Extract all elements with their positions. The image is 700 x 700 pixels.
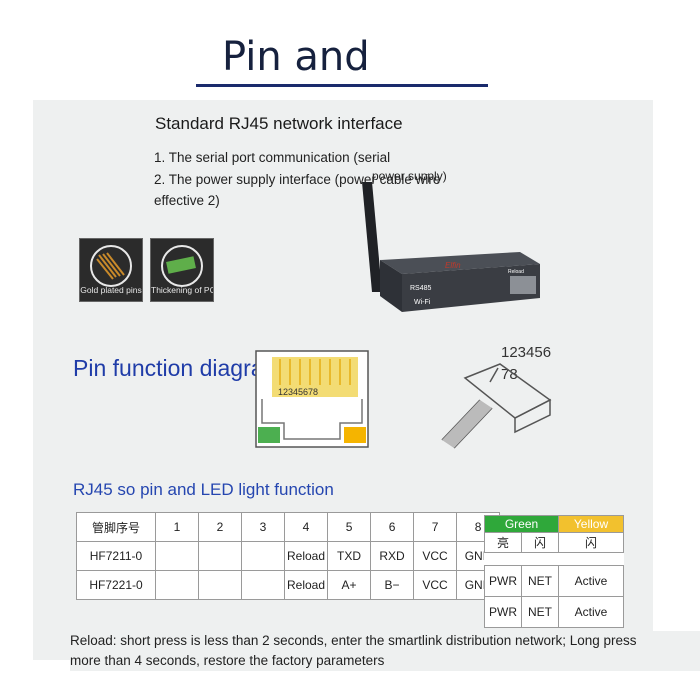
pin-diagram-title: Pin function diagram	[73, 355, 283, 381]
pin-cell: TXD	[327, 541, 372, 571]
interface-title: Standard RJ45 network interface	[155, 114, 403, 133]
pin-cell: B−	[370, 570, 415, 600]
rj45-function-title: RJ45 so pin and LED light function	[73, 480, 334, 499]
led-cell: Active	[558, 565, 624, 597]
pin-cell: VCC	[413, 570, 458, 600]
green-led-header: Green	[484, 515, 559, 533]
led-state: 闪	[558, 532, 624, 553]
led-state-row: 亮 闪 闪	[484, 532, 624, 553]
jack-pin-numbers: 12345678	[278, 387, 318, 397]
led-state: 闪	[521, 532, 559, 553]
thumb-caption: Gold plated pins	[80, 285, 142, 295]
led-cell: NET	[521, 565, 559, 597]
pcb-thumbnail: Thickening of PCB	[150, 238, 214, 302]
antenna-icon	[362, 182, 382, 292]
pin-cell	[241, 570, 285, 600]
led-color-row: Green Yellow	[484, 515, 624, 533]
table-row: PWR NET Active	[484, 596, 624, 628]
led-cell: Active	[558, 596, 624, 628]
led-table: Green Yellow 亮 闪 闪 PWR NET Active PWR NE…	[484, 515, 624, 628]
pin-cell: VCC	[413, 541, 458, 571]
device-label-1: RS485	[410, 285, 432, 292]
heading-underline	[196, 84, 488, 87]
device-side-label: Reload	[508, 269, 524, 275]
pin-cell: RXD	[370, 541, 415, 571]
rj45-plug-diagram	[441, 363, 552, 449]
device-brand: Elfin	[445, 261, 461, 270]
table-row: HF7221-0 Reload A+ B− VCC GND	[76, 570, 501, 600]
thumb-caption: Thickening of PCB	[151, 285, 213, 295]
rj45-jack-diagram: 12345678	[255, 350, 369, 448]
pin-cell	[241, 541, 285, 571]
reload-note-line-2: more than 4 seconds, restore the factory…	[70, 653, 385, 668]
pin-table: 管脚序号 1 2 3 4 5 6 7 8 HF7211-0 Reload TXD…	[76, 512, 501, 600]
reload-note: Reload: short press is less than 2 secon…	[70, 631, 700, 671]
pin-number: 4	[283, 512, 329, 542]
pin-cell: Reload	[283, 570, 329, 600]
pin-cell: Reload	[283, 541, 329, 571]
pin-table-header: 管脚序号 1 2 3 4 5 6 7 8	[76, 512, 501, 542]
interface-overlay-text: power supply)	[372, 169, 447, 183]
led-state: 亮	[484, 532, 522, 553]
table-row: HF7211-0 Reload TXD RXD VCC GND	[76, 541, 501, 571]
pin-number: 1	[155, 512, 199, 542]
pin-header-label: 管脚序号	[76, 512, 156, 542]
plug-pin-numbers-bottom: 78	[501, 366, 518, 383]
page-heading: Pin and	[222, 34, 370, 80]
gold-pins-icon	[90, 245, 132, 287]
device-image: RS485 Wi-Fi Elfin Reload	[362, 182, 540, 312]
plug-pin-numbers-top: 123456	[501, 344, 552, 361]
pin-number: 5	[327, 512, 372, 542]
pin-number: 2	[198, 512, 242, 542]
led-spacer	[485, 553, 624, 566]
led-cell: NET	[521, 596, 559, 628]
model-cell: HF7221-0	[76, 570, 156, 600]
model-cell: HF7211-0	[76, 541, 156, 571]
pin-number: 3	[241, 512, 285, 542]
pin-number: 6	[370, 512, 415, 542]
led-cell: PWR	[484, 565, 522, 597]
interface-line-3: effective 2)	[154, 193, 220, 208]
gold-pins-thumbnail: Gold plated pins	[79, 238, 143, 302]
yellow-led-header: Yellow	[558, 515, 624, 533]
pin-cell	[155, 570, 199, 600]
reload-note-line-1: Reload: short press is less than 2 secon…	[70, 633, 637, 648]
pin-cell	[155, 541, 199, 571]
pin-cell: A+	[327, 570, 372, 600]
interface-line-1: 1. The serial port communication (serial	[154, 150, 391, 165]
pin-cell	[198, 570, 242, 600]
led-cell: PWR	[484, 596, 522, 628]
pin-number: 7	[413, 512, 458, 542]
pcb-icon	[161, 245, 203, 287]
pin-cell	[198, 541, 242, 571]
table-row: PWR NET Active	[484, 565, 624, 597]
device-label-2: Wi-Fi	[414, 299, 431, 306]
